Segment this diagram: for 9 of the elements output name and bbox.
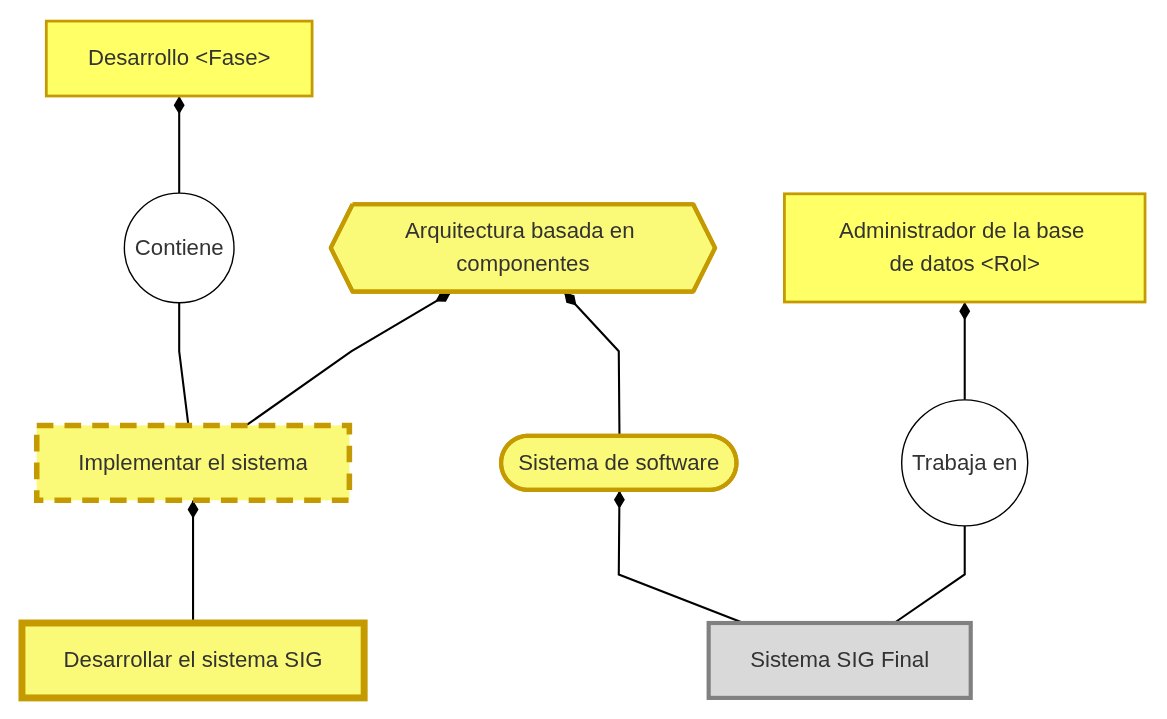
node-box: Implementar el sistema <box>33 422 353 504</box>
node-box: Desarrollar el sistema SIG <box>18 619 368 702</box>
node-box: Desarrollo <Fase> <box>44 19 314 98</box>
connector <box>173 96 185 194</box>
connector <box>959 302 971 400</box>
node-box: Sistema SIG Final <box>706 620 973 700</box>
node-circle: Contiene <box>123 192 235 304</box>
node-box: Administrador de la base de datos <Rol> <box>783 192 1147 304</box>
node-circle: Trabaja en <box>901 399 1029 527</box>
